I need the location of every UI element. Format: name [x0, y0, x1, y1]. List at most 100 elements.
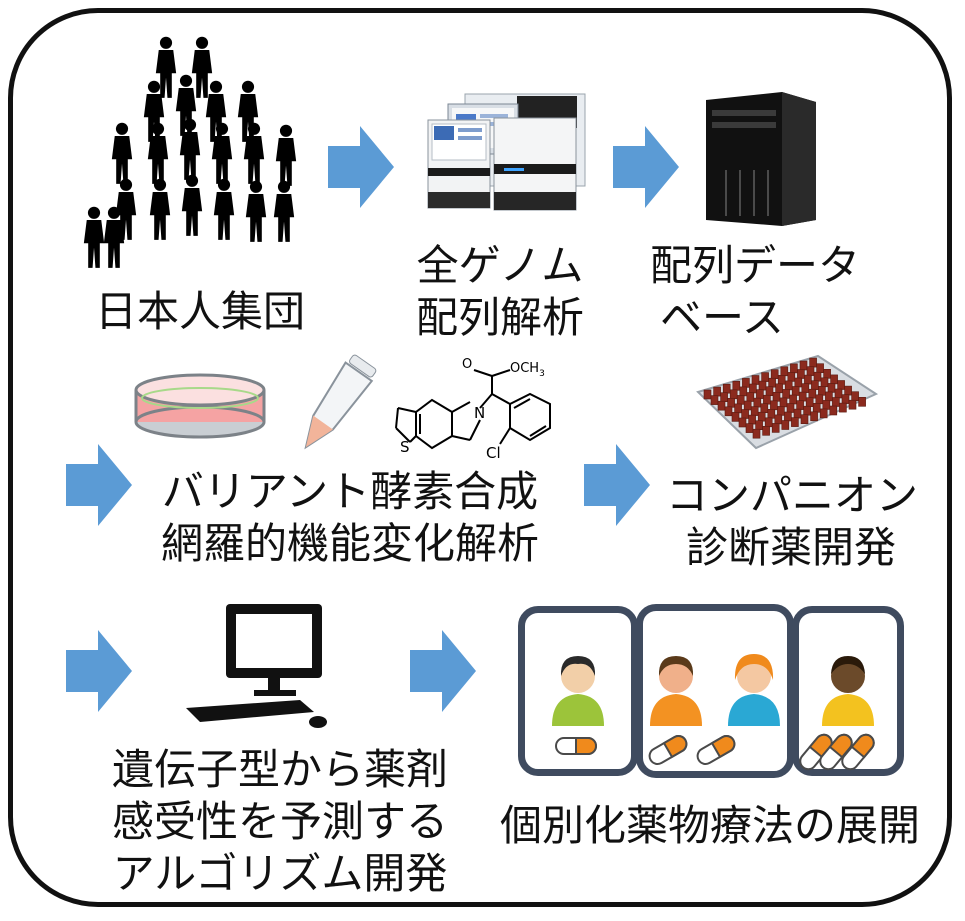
plate-well — [703, 389, 712, 400]
database-label: 配列データ ベース — [650, 240, 870, 344]
arrow-right-icon — [66, 630, 132, 712]
plate-well — [742, 378, 750, 388]
plate-well — [752, 428, 761, 439]
desktop-computer-icon — [186, 604, 327, 728]
person-silhouette-icon — [245, 180, 267, 242]
plate-well — [717, 400, 726, 411]
plate-well — [746, 392, 755, 402]
ester-oxygen-label: O — [462, 357, 472, 372]
plate-well — [848, 399, 857, 410]
plate-well — [796, 400, 804, 410]
plate-well — [729, 389, 738, 400]
plate-well — [732, 380, 741, 391]
plate-well — [811, 380, 819, 391]
arrow-right-icon — [584, 444, 650, 526]
plate-well — [810, 411, 818, 422]
plate-well — [816, 363, 824, 373]
plate-well — [731, 412, 740, 422]
plate-well — [758, 380, 767, 391]
microplate-icon — [696, 354, 879, 450]
plate-well — [713, 386, 721, 397]
plate-well — [818, 385, 826, 396]
plate-well — [832, 397, 840, 407]
plate-well — [781, 420, 790, 430]
companion-diagnostics-label: コンパニオン 診断薬開発 — [666, 470, 936, 574]
variant-label-line-2: 網羅的機能変化解析 — [160, 519, 539, 568]
plate-well — [770, 369, 779, 380]
nitrogen-label: N — [474, 404, 485, 422]
companion-label-line-2: 診断薬開発 — [686, 523, 897, 572]
plate-well — [804, 374, 812, 385]
plate-well — [765, 386, 774, 397]
person-silhouette-icon — [111, 122, 133, 184]
plate-well — [764, 417, 773, 428]
plate-well — [815, 394, 824, 405]
microcentrifuge-tube-icon — [304, 354, 377, 450]
plate-well — [772, 391, 781, 402]
plate-well — [753, 397, 762, 408]
person-silhouette-icon — [149, 178, 171, 240]
plate-well — [813, 371, 822, 382]
companion-label-line-1: コンパニオン — [666, 471, 919, 520]
arrow-right-icon — [613, 126, 679, 208]
plate-well — [834, 388, 843, 399]
patient-avatar-icon — [650, 656, 702, 726]
arrow-right-icon — [66, 444, 132, 526]
person-silhouette-icon — [181, 174, 203, 236]
sequencing-label-line-2: 配列解析 — [415, 293, 584, 342]
plate-well — [809, 357, 817, 368]
sequencing-label-line-1: 全ゲノム — [416, 241, 584, 290]
plate-well — [830, 374, 838, 385]
patient-avatar-icon — [822, 656, 874, 726]
methoxy-label: OCH3 — [510, 361, 545, 379]
plate-well — [763, 394, 771, 405]
plate-well — [799, 360, 808, 371]
plate-well — [790, 363, 798, 374]
person-silhouette-icon — [213, 178, 235, 240]
plate-well — [767, 408, 776, 419]
plate-well — [782, 389, 790, 399]
patient-avatar-icon — [728, 654, 780, 726]
person-silhouette-icon — [275, 124, 297, 186]
plate-well — [770, 400, 778, 411]
plate-well — [839, 402, 847, 413]
plate-well — [779, 397, 788, 408]
plate-well — [789, 394, 797, 405]
plate-well — [780, 366, 789, 377]
plate-well — [806, 366, 815, 376]
human-silhouettes-icon — [83, 36, 297, 268]
plate-well — [748, 414, 756, 425]
plate-well — [739, 386, 748, 397]
plate-well — [727, 397, 735, 408]
plate-well — [741, 409, 749, 419]
plate-well — [762, 426, 770, 436]
plate-well — [837, 380, 845, 390]
plate-well — [710, 395, 719, 405]
plate-well — [793, 408, 802, 419]
petri-dish-icon — [134, 373, 266, 439]
plate-well — [760, 403, 769, 414]
plate-well — [803, 405, 811, 416]
plate-well — [777, 374, 786, 385]
arrow-right-icon — [328, 126, 394, 208]
plate-well — [751, 375, 760, 385]
algorithm-label-line-3: アルゴリズム開発 — [112, 849, 448, 898]
plate-well — [827, 383, 836, 393]
dna-sequencer-icon — [427, 93, 586, 211]
variant-label-line-1: バリアント酵素合成 — [161, 467, 539, 516]
plate-well — [851, 391, 859, 402]
plate-well — [812, 402, 821, 413]
person-silhouette-icon — [83, 206, 105, 268]
plate-well — [724, 406, 733, 417]
algorithm-label: 遺伝子型から薬剤 感受性を予測する アルゴリズム開発 — [90, 744, 470, 900]
plate-well — [743, 400, 752, 411]
plate-well — [722, 383, 731, 394]
plate-well — [784, 411, 792, 422]
plate-well — [791, 417, 799, 427]
sequencing-label: 全ゲノム 配列解析 — [410, 240, 590, 344]
plate-well — [749, 383, 757, 394]
plate-well — [734, 403, 742, 414]
plate-well — [822, 400, 831, 410]
plate-well — [841, 394, 850, 404]
plate-well — [774, 414, 783, 425]
